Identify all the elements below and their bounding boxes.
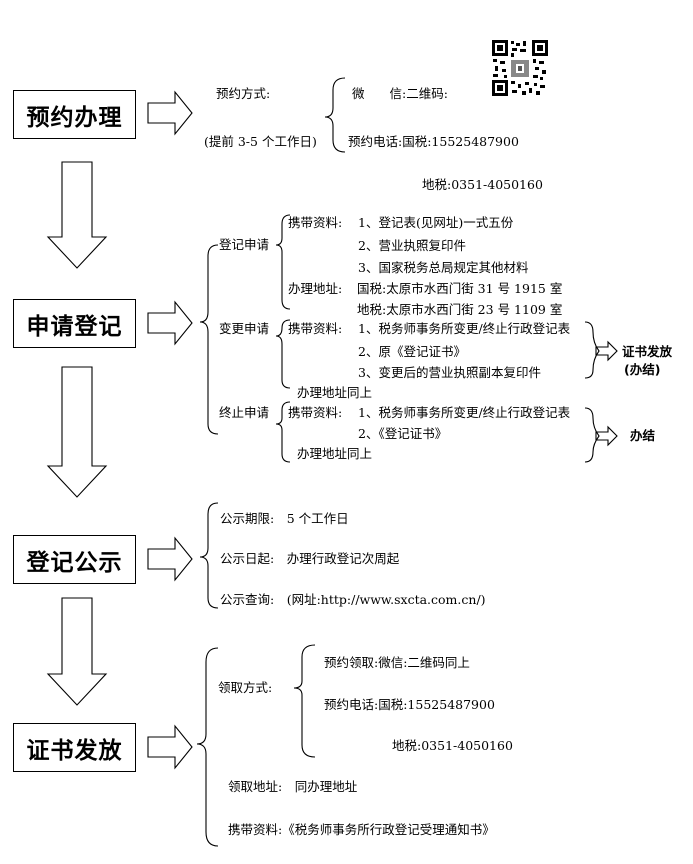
issue-phone: 预约电话:国税:15525487900 [324,697,495,712]
register-item-2: 2、营业执照复印件 [358,238,466,253]
change-result-line1: 证书发放 [622,344,673,359]
issue-local: 地税:0351-4050160 [392,738,513,753]
terminate-addr: 办理地址同上 [297,446,373,461]
issue-bring: 携带资料:《税务师事务所行政登记受理通知书》 [228,822,495,837]
step-box-issue: 证书发放 [13,723,136,772]
change-addr: 办理地址同上 [297,385,373,400]
register-item-1: 1、登记表(见网址)一式五份 [358,215,514,230]
reserve-wechat: 微 信:二维码: [352,86,448,101]
brace-reserve [324,77,346,153]
brace-change [275,319,291,389]
terminate-label: 终止申请 [219,405,270,420]
register-addr-label: 办理地址: [288,281,343,296]
reserve-local-phone: 地税:0351-4050160 [422,177,543,192]
brace-publicity [199,502,219,609]
right-arrow-3 [147,536,193,582]
change-item-2: 2、原《登记证书》 [358,344,466,359]
terminate-item-2: 2、《登记证书》 [358,426,448,441]
brace-terminate-result [584,407,600,463]
brace-register [275,214,291,310]
reserve-method-label: 预约方式: [216,86,271,101]
right-arrow-4 [147,724,193,770]
change-item-3: 3、变更后的营业执照副本复印件 [358,365,541,380]
issue-wechat: 预约领取:微信:二维码同上 [324,655,470,670]
result-arrow-2 [595,425,618,447]
register-item-3: 3、国家税务总局规定其他材料 [358,260,529,275]
register-bring-label: 携带资料: [288,215,343,230]
brace-issue [196,647,219,847]
publicity-start: 公示日起: 办理行政登记次周起 [220,551,400,566]
brace-terminate [275,401,291,463]
result-arrow-1 [595,340,618,362]
brace-change-result [584,321,600,379]
down-arrow-2 [46,366,108,498]
register-addr-local: 地税:太原市水西门街 23 号 1109 室 [357,302,563,317]
change-item-1: 1、税务师事务所变更/终止行政登记表 [358,321,571,336]
brace-apply [199,244,219,435]
reserve-advance-note: (提前 3-5 个工作日) [204,134,317,149]
publicity-period: 公示期限: 5 个工作日 [220,511,349,526]
right-arrow-1 [147,90,193,136]
qr-code-image [492,40,548,96]
issue-addr: 领取地址: 同办理地址 [228,779,358,794]
register-label: 登记申请 [219,237,270,252]
register-addr-national: 国税:太原市水西门街 31 号 1915 室 [357,281,563,296]
step-box-reserve: 预约办理 [13,90,136,139]
change-result-line2: (办结) [624,362,661,377]
step-box-apply: 申请登记 [13,299,136,348]
step-box-publicity: 登记公示 [13,535,136,584]
change-label: 变更申请 [219,321,270,336]
terminate-bring-label: 携带资料: [288,405,343,420]
brace-issue-method [293,644,316,758]
change-bring-label: 携带资料: [288,321,343,336]
right-arrow-2 [147,300,193,346]
terminate-result: 办结 [630,428,656,443]
down-arrow-1 [46,161,108,269]
reserve-phone: 预约电话:国税:15525487900 [348,134,519,149]
publicity-query: 公示查询: (网址:http://www.sxcta.com.cn/) [220,592,486,607]
terminate-item-1: 1、税务师事务所变更/终止行政登记表 [358,405,571,420]
issue-method-label: 领取方式: [218,680,273,695]
down-arrow-3 [46,597,108,706]
